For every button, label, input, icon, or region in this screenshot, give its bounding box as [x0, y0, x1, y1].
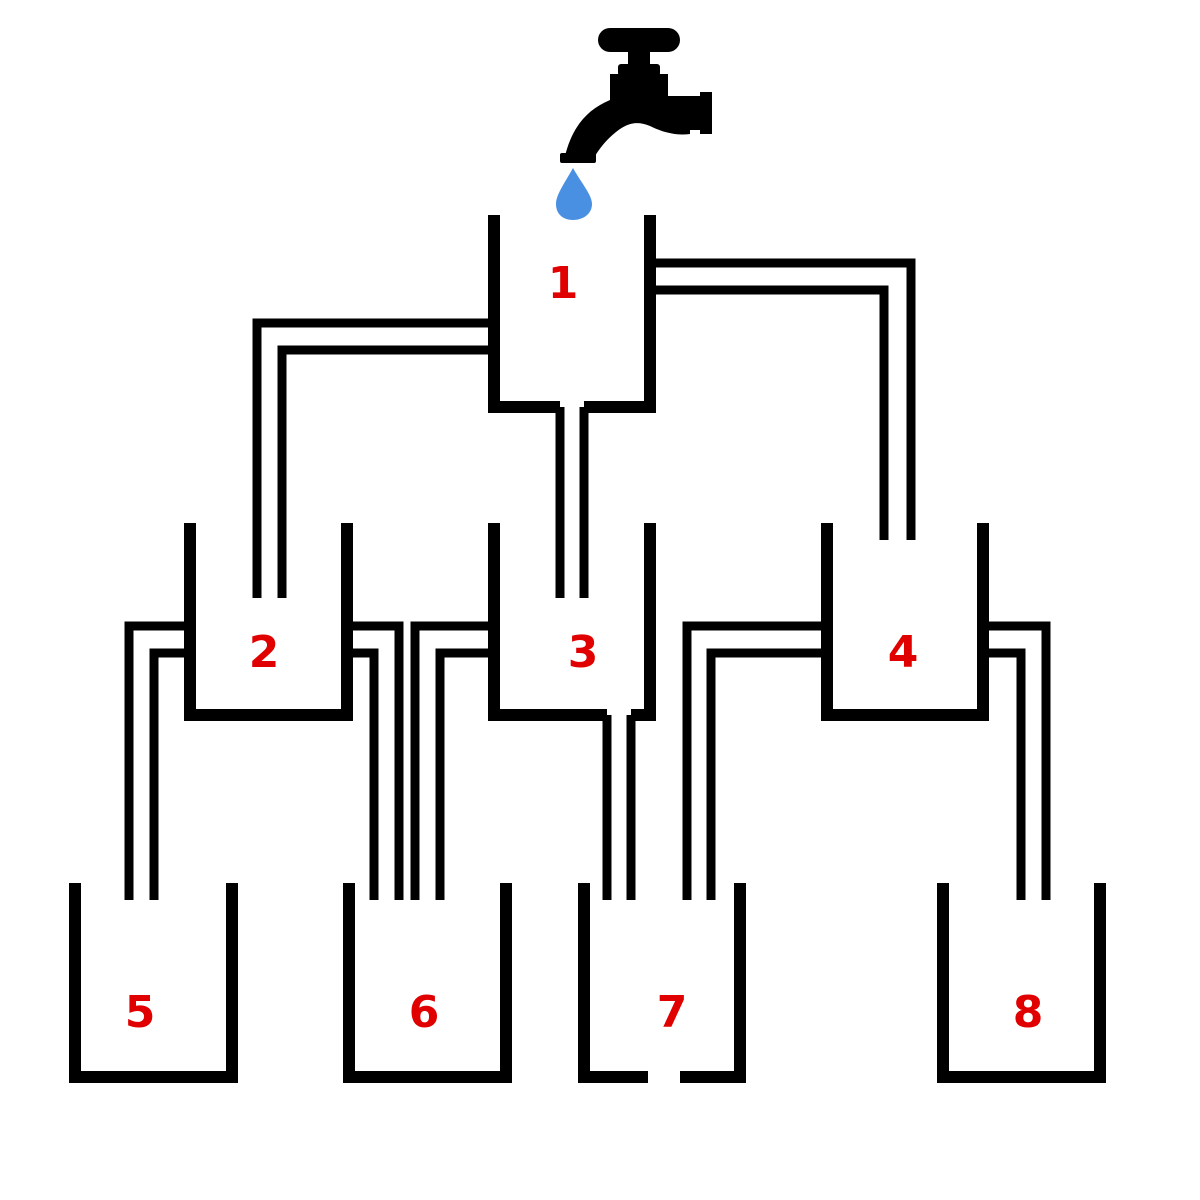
container-walls [69, 215, 1106, 1083]
container-6-label: 6 [409, 987, 440, 1038]
water-drop-icon [556, 168, 592, 220]
pipe-1-to-4 [650, 258, 916, 540]
container-2-walls [184, 523, 353, 721]
pipe-2-to-6 [347, 621, 404, 900]
container-4-label: 4 [888, 627, 919, 678]
pipe-1-to-2 [252, 318, 494, 598]
container-8-label: 8 [1013, 987, 1044, 1038]
container-1-walls [488, 215, 656, 413]
pipe-3-to-7 [602, 715, 636, 900]
container-7-label: 7 [657, 987, 688, 1038]
container-labels: 1 2 3 4 5 6 7 8 [125, 258, 1044, 1038]
pipe-4-to-8 [983, 621, 1051, 900]
container-2-label: 2 [249, 627, 280, 678]
container-7-walls [578, 883, 746, 1083]
pipes [124, 258, 1051, 900]
container-3-label: 3 [568, 627, 599, 678]
container-8-walls [937, 883, 1106, 1083]
container-5-label: 5 [125, 987, 156, 1038]
pipe-1-to-3 [555, 407, 589, 598]
pipe-2-to-5 [124, 621, 190, 900]
faucet-icon [560, 28, 712, 163]
container-6-walls [343, 883, 512, 1083]
pipe-4-to-7 [682, 621, 827, 900]
container-1-label: 1 [548, 258, 579, 309]
container-5-walls [69, 883, 238, 1083]
pipe-3-to-6 [410, 621, 494, 900]
container-3-walls [488, 523, 656, 721]
container-4-walls [821, 523, 989, 721]
